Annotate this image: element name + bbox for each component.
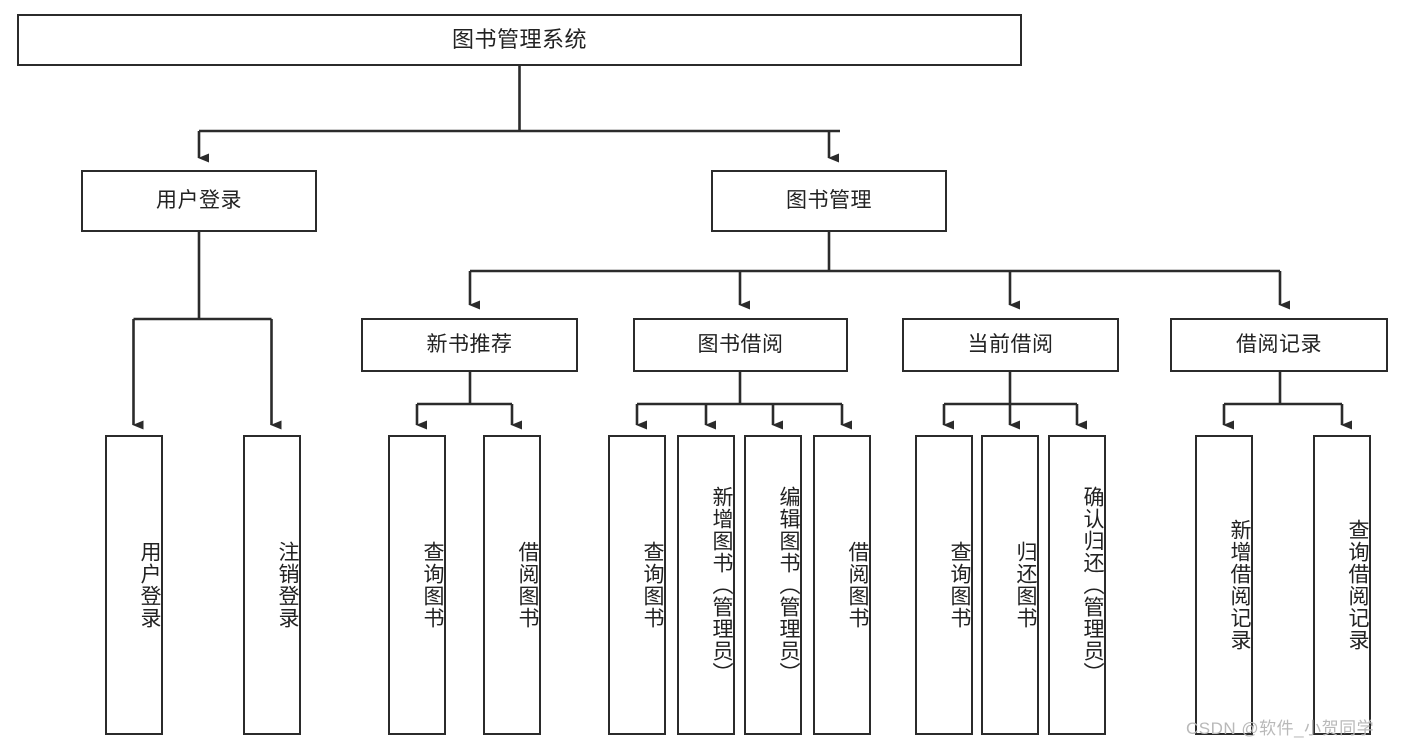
node-new-book-recommend[interactable]: 新书推荐 xyxy=(361,318,578,372)
node-label: 借阅图书 xyxy=(516,541,539,629)
node-label: 用户登录 xyxy=(138,541,161,629)
node-label: 图书借阅 xyxy=(697,332,784,356)
node-label: 查询图书 xyxy=(948,541,971,629)
leaf-borrow-book[interactable]: 借阅图书 xyxy=(813,435,871,735)
leaf-query-book-borrow[interactable]: 查询图书 xyxy=(608,435,666,735)
node-label: 借阅图书 xyxy=(846,541,869,629)
node-label: 注销登录 xyxy=(276,541,299,629)
leaf-return-book[interactable]: 归还图书 xyxy=(981,435,1039,735)
leaf-logout[interactable]: 注销登录 xyxy=(243,435,301,735)
leaf-query-borrow-record[interactable]: 查询借阅记录 xyxy=(1313,435,1371,735)
leaf-confirm-return-admin[interactable]: 确认归还（管理员） xyxy=(1048,435,1106,735)
node-label: 借阅记录 xyxy=(1236,332,1322,356)
leaf-edit-book-admin[interactable]: 编辑图书（管理员） xyxy=(744,435,802,735)
leaf-add-book-admin[interactable]: 新增图书（管理员） xyxy=(677,435,735,735)
node-label: 查询图书 xyxy=(421,541,444,629)
node-label: 编辑图书（管理员） xyxy=(777,486,800,684)
node-label: 新增图书（管理员） xyxy=(710,486,733,684)
node-book-management-system[interactable]: 图书管理系统 xyxy=(17,14,1022,66)
node-label: 查询借阅记录 xyxy=(1346,519,1369,651)
node-label: 当前借阅 xyxy=(967,332,1054,356)
leaf-add-borrow-record[interactable]: 新增借阅记录 xyxy=(1195,435,1253,735)
node-label: 新增借阅记录 xyxy=(1228,519,1251,651)
node-user-login[interactable]: 用户登录 xyxy=(81,170,317,232)
node-borrow-record[interactable]: 借阅记录 xyxy=(1170,318,1388,372)
node-label: 新书推荐 xyxy=(426,332,513,356)
node-current-borrow[interactable]: 当前借阅 xyxy=(902,318,1119,372)
node-label: 用户登录 xyxy=(156,188,242,212)
leaf-user-login[interactable]: 用户登录 xyxy=(105,435,163,735)
watermark-text: CSDN @软件_小贺同学 xyxy=(1186,719,1375,738)
leaf-query-book-current[interactable]: 查询图书 xyxy=(915,435,973,735)
node-label: 确认归还（管理员） xyxy=(1081,486,1104,684)
node-book-borrow[interactable]: 图书借阅 xyxy=(633,318,848,372)
node-book-management[interactable]: 图书管理 xyxy=(711,170,947,232)
node-label: 图书管理系统 xyxy=(451,27,587,53)
node-label: 归还图书 xyxy=(1014,541,1037,629)
leaf-query-book-recommend[interactable]: 查询图书 xyxy=(388,435,446,735)
leaf-borrow-book-recommend[interactable]: 借阅图书 xyxy=(483,435,541,735)
node-label: 查询图书 xyxy=(641,541,664,629)
node-label: 图书管理 xyxy=(786,188,872,212)
